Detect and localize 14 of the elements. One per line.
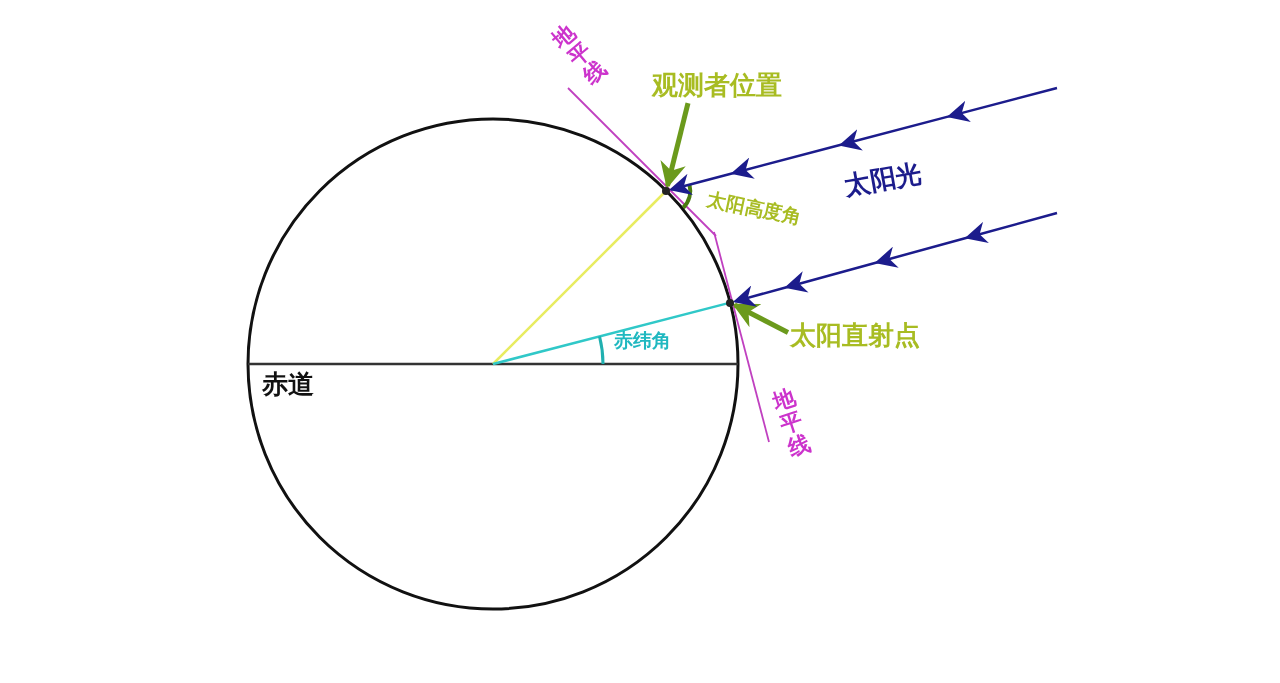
sunlight-label: 太阳光 bbox=[842, 158, 924, 201]
callout-label: 观测者位置 bbox=[652, 70, 782, 102]
equator-label: 赤道 bbox=[262, 370, 314, 399]
angle-label: 赤纬角 bbox=[614, 330, 671, 351]
sunlight-ray bbox=[669, 86, 1058, 195]
point-marker bbox=[726, 298, 735, 307]
angle-label: 太阳高度角 bbox=[705, 188, 803, 229]
horizon-label: 地平线 bbox=[770, 385, 814, 461]
sunlight-ray bbox=[733, 211, 1058, 307]
pointer-arrow bbox=[732, 302, 790, 335]
pointer-arrow bbox=[660, 102, 691, 189]
point-marker bbox=[662, 186, 671, 195]
horizon-label: 地平线 bbox=[548, 19, 612, 90]
callout-label: 太阳直射点 bbox=[790, 320, 920, 352]
